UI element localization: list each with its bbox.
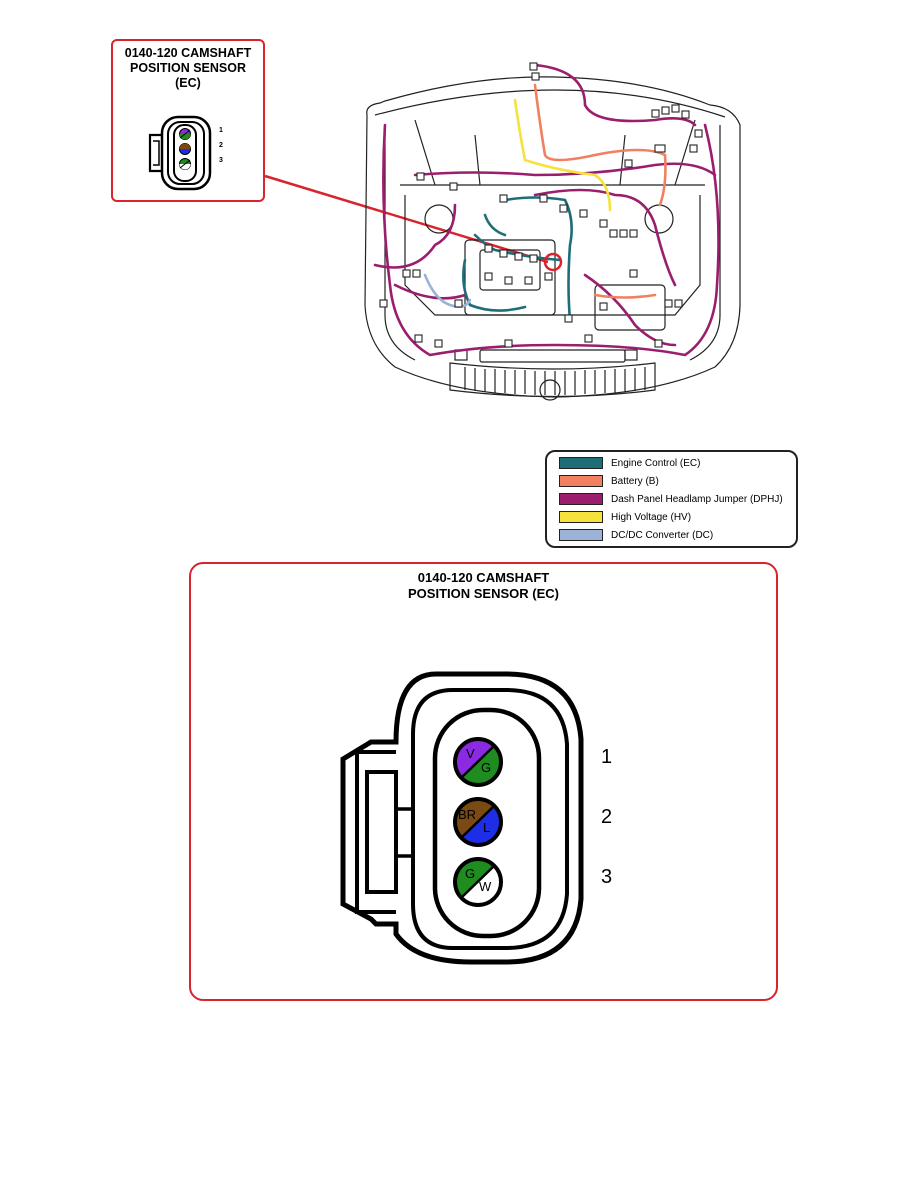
vehicle-outline — [364, 76, 741, 401]
inset-title-line2: POSITION SENSOR — [130, 61, 246, 75]
legend-item-dphj: Dash Panel Headlamp Jumper (DPHJ) — [559, 492, 783, 506]
inset-connector-box: 0140-120 CAMSHAFT POSITION SENSOR (EC) 1… — [111, 39, 265, 202]
inset-pin-3 — [179, 158, 191, 170]
legend-label-dphj: Dash Panel Headlamp Jumper (DPHJ) — [611, 493, 783, 505]
inset-connector-drawing — [148, 115, 212, 191]
legend-item-high-voltage: High Voltage (HV) — [559, 510, 691, 524]
legend-label-engine-control: Engine Control (EC) — [611, 457, 701, 469]
legend-swatch-dc-dc — [559, 529, 603, 541]
inset-title-line1: 0140-120 CAMSHAFT — [124, 46, 252, 60]
inset-title: 0140-120 CAMSHAFT POSITION SENSOR (EC) — [113, 46, 263, 91]
inset-pin-number-3: 3 — [219, 157, 223, 164]
detail-title-line2: POSITION SENSOR (EC) — [408, 586, 559, 601]
legend-item-dc-dc: DC/DC Converter (DC) — [559, 528, 713, 542]
pin-2-color-b: L — [483, 820, 491, 835]
detail-pin-2 — [453, 797, 503, 847]
legend-item-engine-control: Engine Control (EC) — [559, 456, 700, 470]
wire-color-legend: Engine Control (EC) Battery (B) Dash Pan… — [545, 450, 798, 548]
legend-swatch-dphj — [559, 493, 603, 505]
inset-pin-number-1: 1 — [219, 127, 223, 134]
camshaft-sensor-location-marker — [543, 252, 563, 272]
pin-1-color-b: G — [481, 760, 492, 775]
legend-swatch-battery — [559, 475, 603, 487]
pin-number-2: 2 — [601, 806, 613, 828]
legend-label-high-voltage: High Voltage (HV) — [611, 511, 692, 523]
detail-title-line1: 0140-120 CAMSHAFT — [417, 570, 550, 585]
detail-connector-drawing — [340, 671, 584, 965]
pin-3-color-b: W — [479, 879, 492, 894]
legend-label-battery: Battery (B) — [611, 475, 659, 487]
engine-bay-harness-diagram — [364, 62, 741, 401]
pin-number-3: 3 — [601, 866, 613, 888]
legend-item-battery: Battery (B) — [559, 474, 659, 488]
harness-connectors — [379, 62, 703, 348]
inset-pin-1 — [179, 128, 191, 140]
pin-1-color-a: V — [466, 746, 475, 761]
detail-pin-1 — [453, 737, 503, 787]
legend-swatch-engine-control — [559, 457, 603, 469]
pin-2-color-a: BR — [458, 807, 477, 822]
pin-3-color-a: G — [465, 866, 476, 881]
detail-connector-box: 0140-120 CAMSHAFT POSITION SENSOR (EC) — [189, 562, 778, 1001]
inset-pin-number-2: 2 — [219, 142, 223, 149]
legend-label-dc-dc: DC/DC Converter (DC) — [611, 529, 714, 541]
inset-pin-2 — [179, 143, 191, 155]
harness-wires — [373, 63, 720, 357]
detail-title: 0140-120 CAMSHAFT POSITION SENSOR (EC) — [191, 570, 776, 602]
legend-swatch-high-voltage — [559, 511, 603, 523]
inset-title-line3: (EC) — [175, 76, 201, 90]
pin-number-1: 1 — [601, 746, 613, 768]
detail-pin-3 — [453, 857, 503, 907]
